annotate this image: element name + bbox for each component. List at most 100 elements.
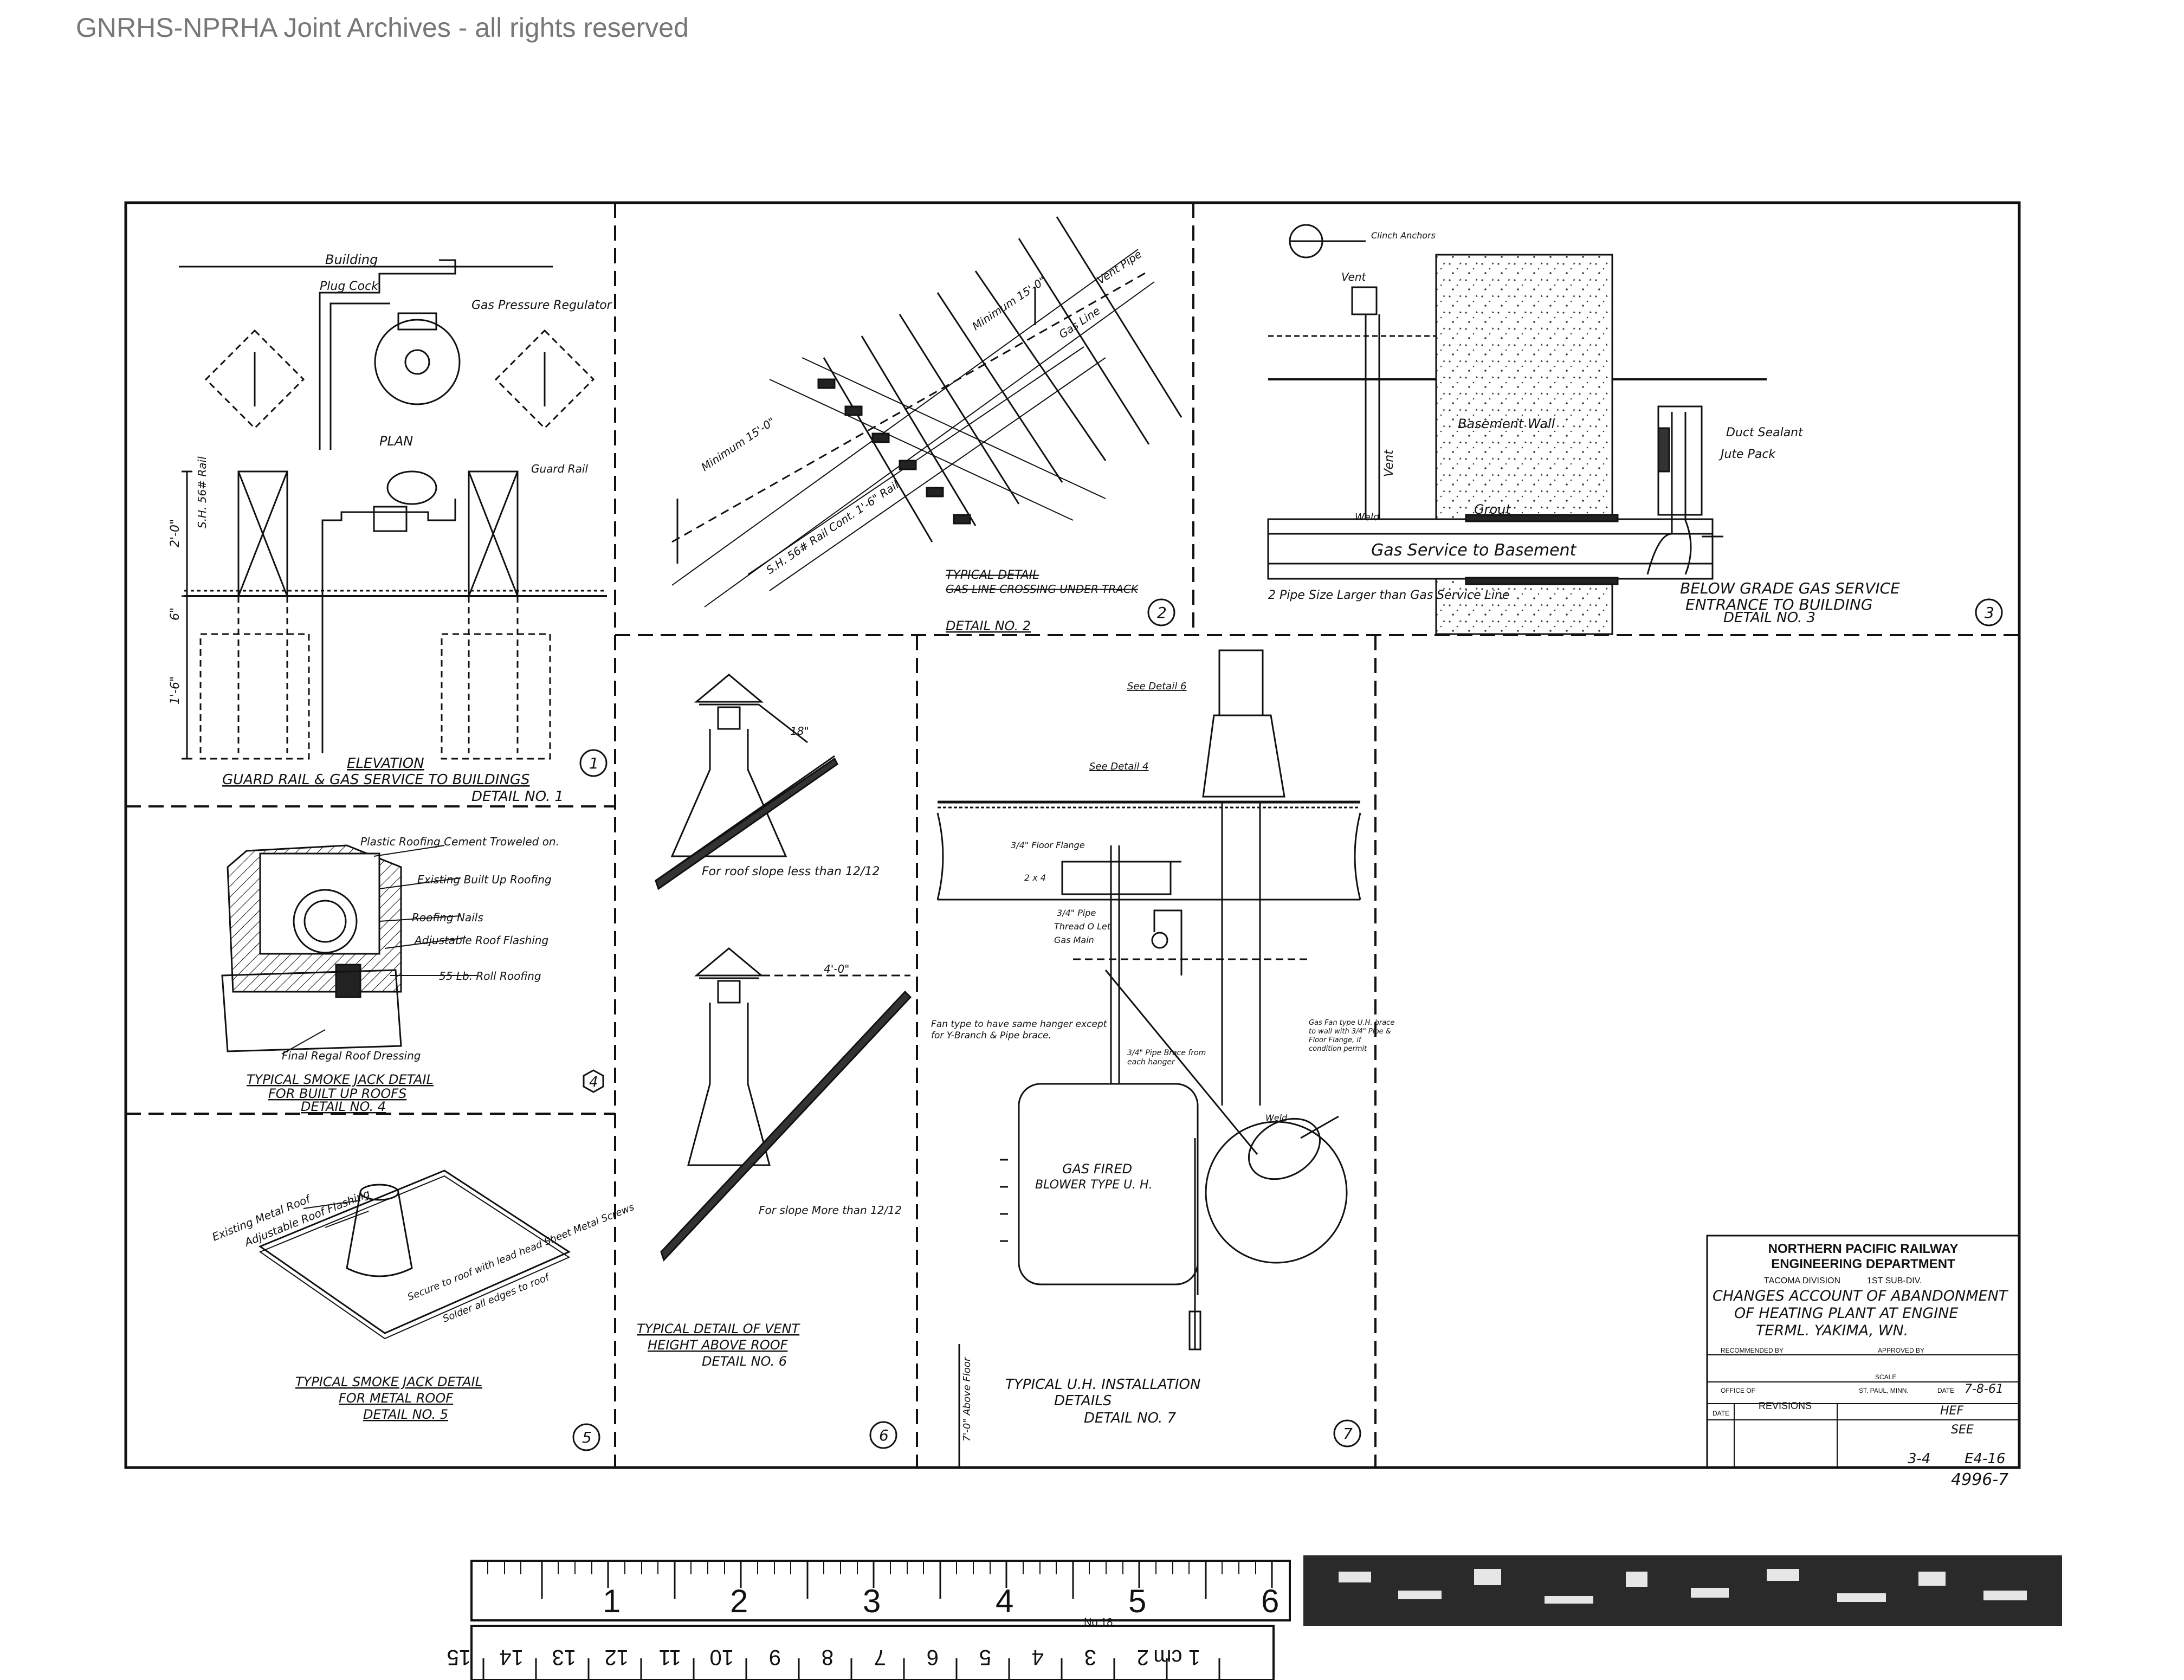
d7-label-floor-flange: 3/4" Floor Flange <box>1011 840 1085 850</box>
d2-label-min-a: Minimum 15'-0" <box>970 274 1048 333</box>
d1-label-building: Building <box>325 252 378 267</box>
ruler-cm-12: 12 <box>605 1645 629 1669</box>
d7-subtitle: DETAILS <box>1054 1393 1112 1409</box>
d3-number: 3 <box>1985 604 1994 622</box>
d2-label-rail: S.H. 56# Rail Cont. 1'-6" Rail <box>764 478 901 577</box>
d4-subtitle: FOR BUILT UP ROOFS <box>268 1086 406 1101</box>
detail-6 <box>655 674 912 1262</box>
d3-label-jute-pack: Jute Pack <box>1718 448 1776 461</box>
d3-title: BELOW GRADE GAS SERVICE <box>1680 579 1900 597</box>
title-block-text: NORTHERN PACIFIC RAILWAY ENGINEERING DEP… <box>1713 1242 2009 1467</box>
ruler-cm-7: 7 <box>874 1645 886 1669</box>
tb-date-label: DATE <box>1937 1387 1954 1394</box>
d1-dim-2ft: 2'-0" <box>169 519 182 547</box>
tb-title-line-2: OF HEATING PLANT AT ENGINE <box>1734 1305 1958 1322</box>
d1-dim-6in: 6" <box>169 608 182 621</box>
d7-label-pipe-brace: 3/4" Pipe Brace from each hanger <box>1127 1049 1206 1067</box>
d4-label-roll-roofing: 55 Lb. Roll Roofing <box>439 970 541 983</box>
tb-revisions: REVISIONS <box>1759 1400 1812 1411</box>
ruler-cm-8: 8 <box>822 1645 833 1669</box>
tb-checked: SEE <box>1951 1423 1974 1437</box>
d7-label-fan-type: Fan type to have same hanger except for … <box>931 1019 1107 1041</box>
d7-label-see-detail-6: See Detail 6 <box>1127 681 1187 692</box>
ruler-cm-9: 9 <box>769 1645 781 1669</box>
d4-number: 4 <box>589 1074 598 1090</box>
d7-label-thread: Thread O Let <box>1054 921 1111 932</box>
d7-label-blower: BLOWER TYPE U. H. <box>1035 1178 1153 1192</box>
d3-subtitle: ENTRANCE TO BUILDING <box>1685 596 1873 613</box>
ruler-cm-15: 15 <box>447 1645 471 1669</box>
ruler-cm-1: 1 cm <box>1153 1645 1200 1669</box>
d1-subtitle: GUARD RAIL & GAS SERVICE TO BUILDINGS <box>222 772 530 788</box>
measurement-ruler: 1 2 3 4 5 6 No.18 1 cm 2 3 4 5 6 7 8 9 1… <box>447 1560 1291 1680</box>
d3-label-duct-sealant: Duct Sealant <box>1726 426 1804 440</box>
ruler-cm-6: 6 <box>927 1645 939 1669</box>
d2-title: TYPICAL DETAIL <box>946 568 1039 582</box>
detail-2 <box>671 216 1183 608</box>
d1-label-rail: S.H. 56# Rail <box>196 456 209 528</box>
d2-number: 2 <box>1157 604 1167 622</box>
detail-5 <box>258 1169 571 1340</box>
d6-dim-18in: 18" <box>790 725 809 738</box>
d6-dim-4ft: 4'-0" <box>824 962 849 975</box>
d2-subtitle: GAS LINE CROSSING UNDER TRACK <box>946 583 1139 596</box>
ruler-inch-2: 2 <box>730 1583 748 1619</box>
d1-caption: DETAIL NO. 1 <box>471 789 564 805</box>
d5-caption: DETAIL NO. 5 <box>363 1407 448 1422</box>
d6-caption: DETAIL NO. 6 <box>702 1354 787 1369</box>
ruler-cm-13: 13 <box>552 1645 577 1669</box>
d3-label-pipe-size: 2 Pipe Size Larger than Gas Service Line <box>1268 589 1509 602</box>
tb-office: OFFICE OF <box>1721 1387 1755 1394</box>
d1-title: ELEVATION <box>347 755 424 772</box>
ruler-cm-2: 2 <box>1137 1645 1149 1669</box>
d1-dim-1ft6: 1'-6" <box>169 676 182 705</box>
detail-7-text: See Detail 6 See Detail 4 3/4" Floor Fla… <box>931 681 1394 1448</box>
d6-label-less-than: For roof slope less than 12/12 <box>702 865 880 878</box>
d4-caption: DETAIL NO. 4 <box>301 1099 386 1114</box>
tb-subdivision: 1ST SUB-DIV. <box>1867 1276 1922 1285</box>
d4-title: TYPICAL SMOKE JACK DETAIL <box>247 1072 434 1087</box>
ruler-inch-4: 4 <box>996 1583 1013 1619</box>
d3-label-gas-service: Gas Service to Basement <box>1371 541 1577 560</box>
d1-label-guard-rail: Guard Rail <box>531 462 588 475</box>
tb-recommended: RECOMMENDED BY <box>1721 1347 1784 1354</box>
d7-label-gas-main: Gas Main <box>1054 935 1094 945</box>
d7-label-pipe: 3/4" Pipe <box>1057 908 1096 918</box>
d4-label-cement: Plastic Roofing Cement Troweled on. <box>360 835 559 848</box>
drawing-border <box>124 201 2021 1469</box>
ruler-inch-1: 1 <box>603 1583 621 1619</box>
d3-label-vent-side: Vent <box>1382 449 1396 477</box>
archive-watermark: GNRHS-NPRHA Joint Archives - all rights … <box>76 12 689 43</box>
d7-label-weld: Weld <box>1265 1113 1288 1123</box>
ruler-cm-10: 10 <box>710 1645 734 1669</box>
d1-label-plug-cock: Plug Cock <box>320 280 379 293</box>
tb-title-line-1: CHANGES ACCOUNT OF ABANDONMENT <box>1713 1288 2009 1304</box>
d3-label-grout: Grout <box>1474 502 1511 517</box>
d7-number: 7 <box>1343 1425 1353 1443</box>
ruler-minor-ticks <box>487 1561 1256 1574</box>
d7-title: TYPICAL U.H. INSTALLATION <box>1005 1377 1200 1393</box>
tb-company: NORTHERN PACIFIC RAILWAY <box>1768 1242 1959 1256</box>
title-block <box>1706 1235 2020 1469</box>
d6-subtitle: HEIGHT ABOVE ROOF <box>648 1337 789 1353</box>
d1-label-plan: PLAN <box>379 434 413 449</box>
d5-title: TYPICAL SMOKE JACK DETAIL <box>295 1374 482 1390</box>
tb-date-value: 7-8-61 <box>1965 1382 2004 1396</box>
panel-dividers <box>126 203 2019 1468</box>
d2-label-vent: Vent Pipe <box>1094 248 1144 287</box>
d1-number: 1 <box>589 754 599 772</box>
d4-label-flashing: Adjustable Roof Flashing <box>413 934 548 947</box>
detail-4 <box>221 844 477 1055</box>
detail-7 <box>936 649 1361 1468</box>
ruler-cm-4: 4 <box>1032 1645 1044 1669</box>
d2-caption: DETAIL NO. 2 <box>946 618 1031 634</box>
tb-sheet: 3-4 <box>1908 1451 1930 1467</box>
detail-1 <box>179 259 607 760</box>
ruler-cm-3: 3 <box>1084 1645 1096 1669</box>
tb-place: ST. PAUL, MINN. <box>1859 1387 1909 1394</box>
tb-file: E4-16 <box>1965 1451 2005 1467</box>
d6-title: TYPICAL DETAIL OF VENT <box>637 1321 801 1336</box>
d5-number: 5 <box>582 1429 592 1446</box>
d4-label-existing: Existing Built Up Roofing <box>417 873 552 886</box>
d7-label-above-floor: 7'-0" Above Floor <box>961 1356 973 1442</box>
